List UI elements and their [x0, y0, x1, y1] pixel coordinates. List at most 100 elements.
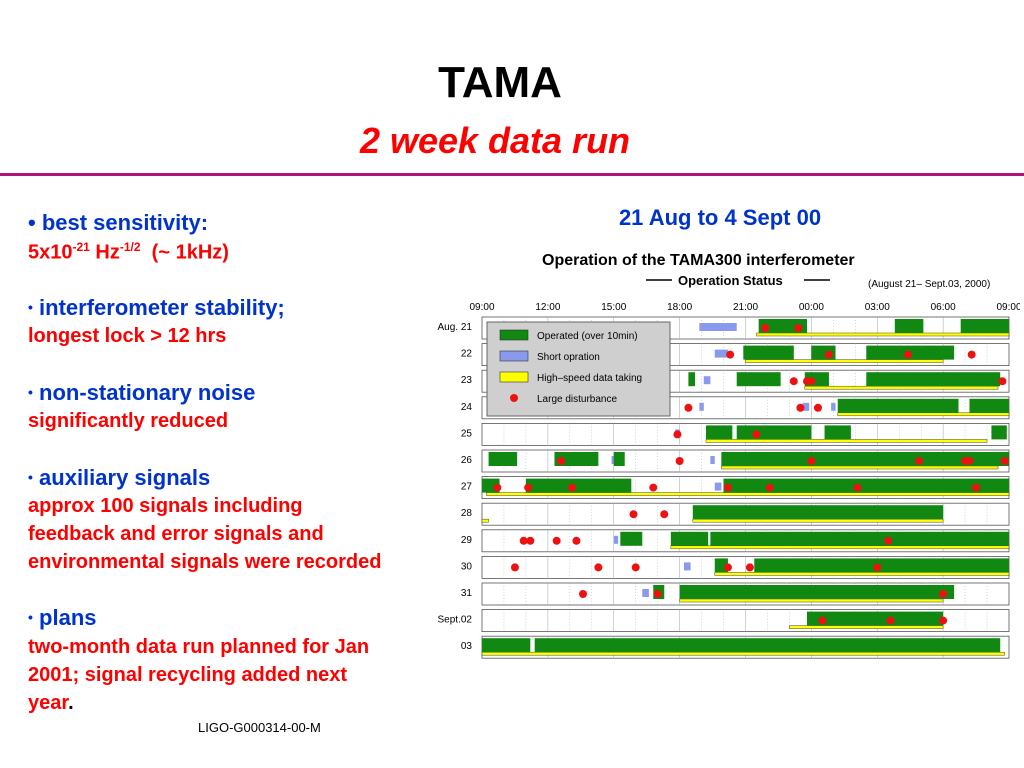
row-label: 23	[461, 375, 473, 386]
document-id: LIGO-G000314-00-M	[198, 720, 321, 735]
disturbance-marker	[631, 563, 640, 572]
legend-label: Operated (over 10min)	[537, 331, 638, 342]
highspeed-segment	[804, 385, 999, 390]
disturbance-marker	[726, 350, 735, 359]
disturbance-marker	[914, 457, 923, 465]
short-operation-segment	[710, 456, 715, 464]
row-label: 22	[461, 349, 473, 360]
row-label: 29	[461, 535, 473, 546]
disturbance-marker	[526, 536, 535, 545]
x-tick-label: 18:00	[667, 302, 692, 313]
short-operation-segment	[703, 376, 711, 385]
timeline-row: 30	[461, 555, 1010, 579]
disturbance-marker	[572, 536, 581, 545]
sensitivity-value: 5x10-21 Hz-1/2 (~ 1kHz)	[28, 240, 229, 264]
operated-segment	[736, 372, 781, 387]
disturbance-marker	[998, 377, 1007, 386]
highspeed-segment	[481, 518, 489, 523]
highspeed-segment	[692, 518, 944, 523]
operated-segment	[736, 425, 812, 440]
disturbance-marker	[965, 457, 974, 465]
row-label: 27	[461, 482, 473, 493]
disturbance-marker	[493, 483, 502, 492]
operated-segment	[806, 611, 944, 626]
bullet-icon: •	[28, 469, 33, 485]
disturbance-marker	[1000, 457, 1009, 465]
title-divider	[0, 173, 1024, 176]
row-label: 31	[461, 588, 473, 599]
short-operation-segment	[699, 323, 737, 331]
bullet-plans-heading: • plans	[28, 605, 97, 630]
highspeed-segment	[714, 572, 1010, 576]
operated-segment	[488, 452, 518, 466]
disturbance-marker	[594, 563, 603, 572]
timeline-row: 29	[461, 529, 1010, 553]
disturbance-marker	[789, 377, 798, 386]
x-tick-label: 03:00	[865, 302, 890, 313]
disturbance-marker	[967, 350, 976, 359]
timeline-row: 28	[461, 502, 1010, 526]
highspeed-segment	[679, 598, 944, 603]
row-label: 28	[461, 508, 473, 519]
disturbance-marker	[684, 403, 693, 412]
disturbance-marker	[568, 483, 577, 492]
operated-segment	[482, 638, 531, 653]
operated-segment	[692, 505, 944, 520]
highspeed-segment	[756, 332, 1010, 337]
disturbance-marker	[723, 483, 732, 492]
page-title: TAMA	[438, 58, 562, 107]
row-label: 24	[461, 402, 473, 413]
disturbance-marker	[903, 350, 912, 359]
short-operation-segment	[714, 482, 722, 491]
short-operation-segment	[684, 562, 691, 571]
disturbance-marker	[745, 563, 754, 572]
disturbance-marker	[552, 536, 561, 545]
bullet-plans-line-2: 2001; signal recycling added next	[28, 664, 348, 686]
short-operation-segment	[831, 402, 836, 411]
bullet-auxiliary-heading: • auxiliary signals	[28, 465, 211, 490]
short-operation-segment	[802, 402, 810, 411]
highspeed-segment	[486, 492, 1010, 496]
x-tick-label: 12:00	[535, 302, 560, 313]
operated-segment	[705, 425, 733, 440]
operated-segment	[894, 319, 924, 333]
operation-status-chart: Operation of the TAMA300 interferometer …	[438, 252, 1020, 659]
timeline-row: 31	[461, 582, 1010, 606]
disturbance-marker	[818, 616, 827, 625]
row-label: 26	[461, 455, 473, 466]
operated-segment	[670, 531, 709, 546]
highspeed-segment	[721, 465, 999, 470]
disturbance-marker	[579, 590, 588, 598]
operated-segment	[754, 558, 1009, 573]
bullet-icon: •	[28, 609, 33, 625]
page-subtitle: 2 week data run	[359, 120, 631, 161]
disturbance-marker	[972, 483, 981, 492]
legend-label: Large disturbance	[537, 394, 617, 405]
disturbance-marker	[653, 590, 662, 598]
date-range-heading: 21 Aug to 4 Sept 00	[618, 205, 822, 230]
short-operation-segment	[613, 535, 619, 544]
short-operation-segment	[714, 349, 728, 358]
disturbance-marker	[723, 563, 732, 572]
highspeed-segment	[837, 412, 1010, 417]
disturbance-marker	[675, 457, 684, 465]
highspeed-segment	[789, 625, 944, 629]
disturbance-marker	[794, 324, 803, 332]
operated-segment	[837, 398, 959, 413]
operated-segment	[721, 452, 1009, 466]
bullet-auxiliary-line-1: approx 100 signals including	[28, 495, 303, 517]
disturbance-marker	[853, 483, 862, 492]
operated-segment	[710, 531, 1009, 546]
operated-segment	[613, 452, 625, 466]
timeline-row: 26	[461, 449, 1010, 473]
disturbance-marker	[796, 403, 805, 412]
disturbance-marker	[524, 483, 533, 492]
disturbance-marker	[557, 457, 566, 465]
legend-swatch	[510, 394, 518, 402]
operated-segment	[824, 425, 851, 440]
row-label: Aug. 21	[438, 322, 473, 333]
disturbance-marker	[765, 483, 774, 492]
bullet-icon: •	[28, 384, 33, 400]
highspeed-segment	[481, 651, 1005, 656]
operated-segment	[969, 398, 1009, 413]
